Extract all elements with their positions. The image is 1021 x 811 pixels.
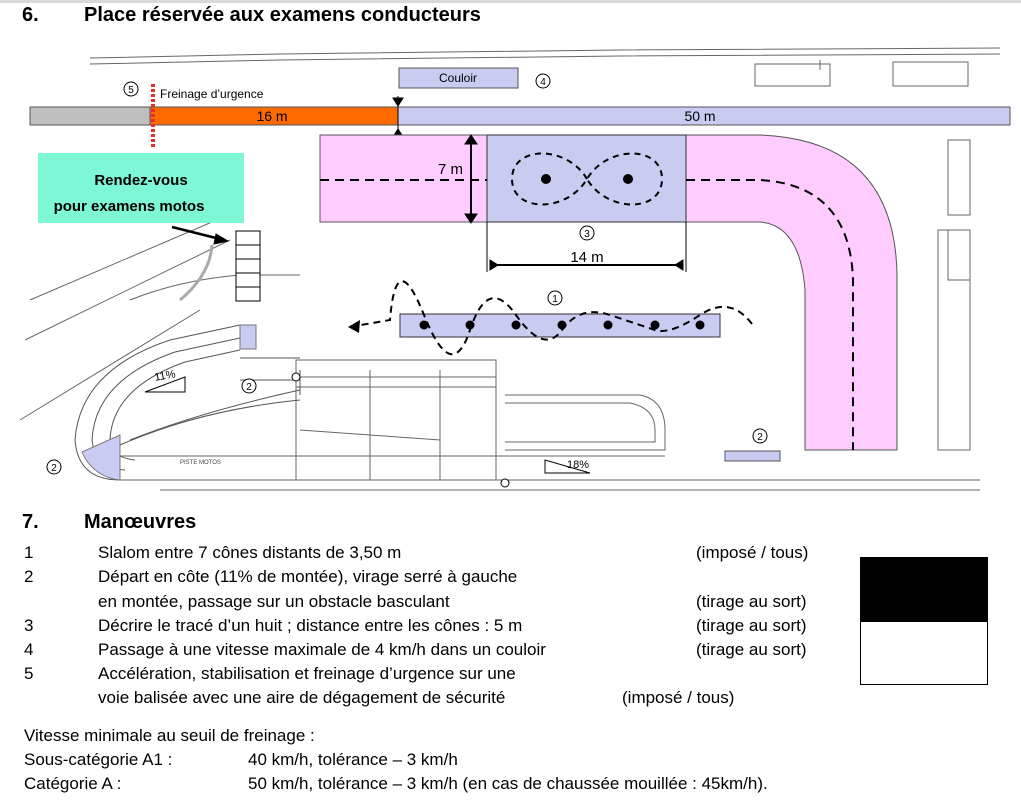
speed-a1-label: Sous-catégorie A1 : xyxy=(24,750,173,769)
speed-a1-value: 40 km/h, tolérance – 3 km/h xyxy=(248,750,458,769)
rendezvous-line2: pour examens motos xyxy=(54,198,205,215)
header-rule xyxy=(0,0,1021,3)
slope-11-triangle xyxy=(144,376,186,393)
figure-eight-cone-left xyxy=(541,174,551,184)
slalom-path xyxy=(354,280,753,356)
rendezvous-arrow xyxy=(171,225,230,245)
slope-11-label: 11% xyxy=(154,368,177,384)
marker-3-label: 3 xyxy=(584,229,590,240)
section-7-title: Manœuvres xyxy=(84,511,197,533)
marker-1-label: 1 xyxy=(552,294,558,305)
grey-arc xyxy=(179,244,214,302)
ramp-blue-block xyxy=(239,324,257,350)
piste-label: PISTE MOTOS xyxy=(180,460,221,466)
dim-7m-label: 7 m xyxy=(438,161,463,178)
dim-7m-arrow xyxy=(464,134,478,224)
speed-heading: Vitesse minimale au seuil de freinage : xyxy=(24,726,315,745)
marker-5-label: 5 xyxy=(128,85,134,96)
pink-lane-left xyxy=(319,134,489,223)
parking-grid xyxy=(235,230,261,302)
track-50m-label: 50 m xyxy=(684,108,715,124)
slalom-cones xyxy=(419,320,705,330)
manoeuvre-tag: (imposé / tous) xyxy=(696,543,809,562)
marker-4-circle xyxy=(535,73,551,89)
marker-2-circle-left xyxy=(46,459,62,475)
track-grey-segment xyxy=(29,106,151,126)
couloir-box xyxy=(398,67,519,89)
node-circle-1 xyxy=(291,372,301,382)
slope-18-triangle xyxy=(544,459,591,474)
manoeuvre-text: Accélération, stabilisation et freinage … xyxy=(98,664,516,683)
manoeuvre-number: 4 xyxy=(24,640,34,659)
marker-3-circle xyxy=(579,225,595,241)
manoeuvre-number: 2 xyxy=(24,567,34,586)
rendezvous-box xyxy=(38,153,244,223)
node-circle-2 xyxy=(500,478,510,488)
marker-4-label: 4 xyxy=(540,77,546,88)
speed-a-value: 50 km/h, tolérance – 3 km/h (en cas de c… xyxy=(248,774,768,793)
figure-eight-path xyxy=(510,152,664,206)
ramp-blue-semicircle xyxy=(81,434,121,481)
manoeuvre-number: 1 xyxy=(24,543,34,562)
manoeuvre-text: Slalom entre 7 cônes distants de 3,50 m xyxy=(98,543,402,562)
dim-14m-arrow xyxy=(486,222,687,272)
slalom-arrowhead xyxy=(348,320,360,333)
manoeuvre-number: 5 xyxy=(24,664,34,683)
marker-2-circle-right xyxy=(752,428,768,444)
couloir-label: Couloir xyxy=(439,71,477,85)
manoeuvre-text-cont: en montée, passage sur un obstacle bascu… xyxy=(98,592,450,611)
dim-14m-label: 14 m xyxy=(570,249,603,266)
marker-2-label-ramp: 2 xyxy=(246,382,252,393)
marker-5-circle xyxy=(123,81,139,97)
manoeuvre-tag: (tirage au sort) xyxy=(696,616,807,635)
exam-ground-plan: Couloir 4 16 m 50 m 5 Freinage d’urgence… xyxy=(19,47,1011,491)
rendezvous-line1: Rendez-vous xyxy=(94,172,187,189)
manoeuvre-tag: (tirage au sort) xyxy=(696,592,807,611)
speed-a-label: Catégorie A : xyxy=(24,774,122,793)
section-6-title: Place réservée aux examens conducteurs xyxy=(84,4,481,26)
section-7-number: 7. xyxy=(22,511,39,533)
manoeuvre-tag: (imposé / tous) xyxy=(622,688,735,707)
manoeuvre-text: Décrire le tracé d’un huit ; distance en… xyxy=(98,616,523,635)
background-linework xyxy=(19,47,1001,491)
manoeuvre-text: Passage à une vitesse maximale de 4 km/h… xyxy=(98,640,546,659)
figure-eight-cone-right xyxy=(623,174,633,184)
marker-2-circle-ramp xyxy=(241,378,257,394)
slope-18-label: 18% xyxy=(567,459,589,471)
track-16m-label: 16 m xyxy=(256,108,287,124)
black-swatch xyxy=(860,557,988,623)
small-blue-block xyxy=(724,450,781,462)
white-swatch xyxy=(860,621,988,685)
marker-2-label-right: 2 xyxy=(757,432,763,443)
manoeuvre-text-cont: voie balisée avec une aire de dégagement… xyxy=(98,688,506,707)
dashed-line-curve xyxy=(686,179,854,450)
freinage-label: Freinage d’urgence xyxy=(160,87,264,101)
manoeuvre-tag: (tirage au sort) xyxy=(696,640,807,659)
marker-2-label-left: 2 xyxy=(51,463,57,474)
marker-1-circle xyxy=(547,290,563,306)
section-6-number: 6. xyxy=(22,4,39,26)
pink-lane-curve xyxy=(685,134,898,451)
manoeuvre-number: 3 xyxy=(24,616,34,635)
manoeuvre-text: Départ en côte (11% de montée), virage s… xyxy=(98,567,518,586)
